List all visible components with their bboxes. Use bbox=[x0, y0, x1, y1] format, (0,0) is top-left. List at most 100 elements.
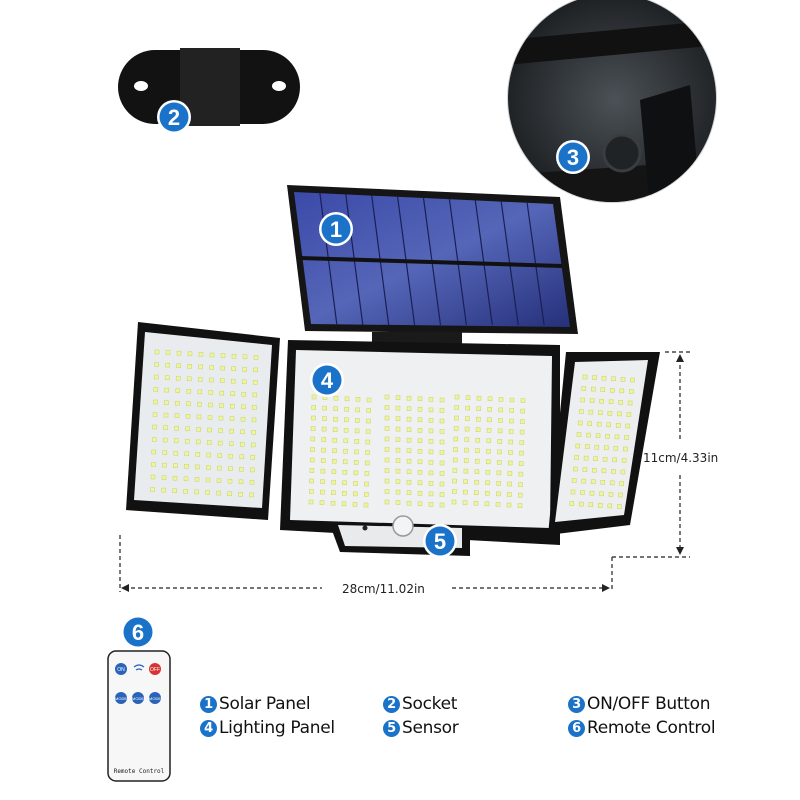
led bbox=[240, 417, 246, 422]
led bbox=[417, 428, 423, 433]
led bbox=[253, 367, 258, 373]
led bbox=[153, 374, 159, 380]
led bbox=[593, 456, 598, 461]
led bbox=[228, 441, 234, 446]
led bbox=[452, 489, 457, 494]
led bbox=[606, 422, 611, 428]
led bbox=[518, 492, 523, 498]
led bbox=[249, 492, 254, 498]
led bbox=[152, 412, 158, 417]
led bbox=[581, 478, 586, 484]
led bbox=[439, 429, 445, 434]
led bbox=[590, 479, 596, 484]
led bbox=[252, 405, 257, 410]
led bbox=[384, 436, 390, 442]
led bbox=[417, 491, 423, 496]
led bbox=[611, 469, 616, 474]
led bbox=[496, 460, 502, 465]
led bbox=[579, 409, 584, 414]
led bbox=[475, 448, 480, 453]
led bbox=[332, 448, 337, 453]
led bbox=[406, 469, 412, 474]
led bbox=[496, 470, 502, 476]
led bbox=[618, 492, 623, 498]
led bbox=[520, 398, 526, 403]
led bbox=[508, 429, 514, 434]
led bbox=[519, 440, 525, 445]
led bbox=[366, 418, 371, 424]
led bbox=[570, 489, 576, 495]
led bbox=[484, 501, 490, 507]
led bbox=[474, 479, 479, 485]
led bbox=[175, 400, 180, 406]
led bbox=[487, 417, 492, 423]
led bbox=[417, 438, 423, 444]
led bbox=[183, 489, 188, 494]
led bbox=[249, 480, 255, 485]
led bbox=[406, 395, 412, 401]
led bbox=[218, 415, 224, 421]
led bbox=[476, 416, 481, 422]
led bbox=[352, 502, 358, 507]
led bbox=[310, 436, 316, 442]
led bbox=[579, 501, 584, 507]
led bbox=[184, 451, 190, 457]
led bbox=[588, 502, 594, 507]
led bbox=[217, 453, 223, 458]
led bbox=[322, 416, 327, 421]
led bbox=[613, 446, 619, 451]
led bbox=[583, 455, 589, 461]
led bbox=[509, 397, 515, 403]
led bbox=[474, 490, 479, 495]
led bbox=[428, 428, 434, 434]
lighting-panel bbox=[126, 322, 660, 556]
led bbox=[608, 492, 614, 497]
led bbox=[604, 445, 609, 451]
led bbox=[319, 500, 325, 505]
led bbox=[406, 437, 412, 443]
led bbox=[498, 418, 503, 423]
led bbox=[485, 459, 491, 465]
led bbox=[331, 490, 336, 495]
led bbox=[517, 503, 523, 508]
led bbox=[165, 362, 170, 368]
led bbox=[580, 397, 585, 403]
led bbox=[355, 397, 361, 402]
led bbox=[621, 458, 627, 463]
led bbox=[153, 387, 159, 392]
led bbox=[520, 419, 525, 424]
led bbox=[197, 389, 203, 395]
led bbox=[196, 414, 202, 420]
led bbox=[627, 400, 633, 406]
led bbox=[321, 437, 327, 442]
led bbox=[496, 481, 501, 486]
led bbox=[152, 424, 157, 430]
led bbox=[354, 428, 360, 434]
led bbox=[217, 440, 223, 446]
led bbox=[518, 471, 524, 477]
led bbox=[242, 367, 247, 372]
led bbox=[209, 352, 215, 358]
led bbox=[615, 423, 621, 428]
led bbox=[486, 428, 492, 433]
led bbox=[320, 489, 325, 495]
led bbox=[599, 491, 604, 497]
led bbox=[487, 407, 492, 412]
led bbox=[207, 415, 213, 420]
led bbox=[185, 426, 190, 432]
led bbox=[341, 501, 347, 507]
led bbox=[428, 470, 434, 476]
led bbox=[161, 475, 167, 480]
remote-mode-button bbox=[115, 692, 127, 704]
led bbox=[240, 429, 245, 435]
remote-mode-button bbox=[149, 692, 161, 704]
led bbox=[576, 432, 582, 437]
led bbox=[619, 388, 625, 394]
led bbox=[395, 395, 401, 400]
led bbox=[364, 471, 370, 476]
on-off-button-inset bbox=[507, 0, 717, 203]
led bbox=[629, 389, 634, 394]
led bbox=[602, 457, 608, 462]
led bbox=[406, 416, 412, 422]
